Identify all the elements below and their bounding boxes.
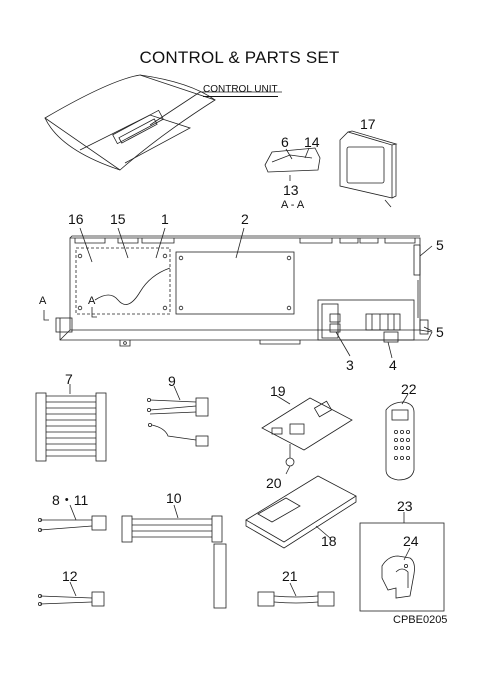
part-number-7: 7	[65, 371, 73, 387]
part-number-19: 19	[270, 383, 286, 399]
part-number-8-11: 8・11	[52, 492, 89, 508]
cable-part-12	[38, 581, 105, 607]
drawing-code: CPBE0205	[393, 614, 448, 626]
diagram-title: CONTROL & PARTS SET	[139, 48, 340, 67]
section-label-a-a: A - A	[281, 199, 305, 211]
part-number-23: 23	[397, 498, 413, 514]
part-number-20: 20	[266, 475, 282, 491]
part-number-6: 6	[281, 134, 289, 150]
part-number-24: 24	[403, 533, 419, 549]
wire-harness-part-10	[121, 504, 227, 609]
part-number-1: 1	[161, 211, 169, 227]
part-number-3: 3	[346, 357, 354, 373]
part-number-21: 21	[282, 568, 298, 584]
part-number-5-bottom: 5	[436, 324, 444, 340]
control-panel-part-17	[339, 130, 398, 208]
remote-controller-part-22	[385, 393, 415, 481]
part-number-15: 15	[110, 211, 126, 227]
holder-frame-part-23-24	[359, 512, 445, 612]
part-number-14: 14	[304, 134, 320, 150]
part-number-5-top: 5	[436, 237, 444, 253]
part-number-13: 13	[283, 182, 299, 198]
part-number-16: 16	[68, 211, 84, 227]
tray-part-18	[245, 475, 357, 549]
control-unit-label: CONTROL UNIT	[203, 84, 278, 97]
part-number-10: 10	[166, 490, 182, 506]
section-arrow-a-left: A	[39, 295, 47, 307]
holder-part-6-13-14	[264, 147, 321, 181]
part-number-17: 17	[360, 116, 376, 132]
indoor-unit-outline	[44, 74, 282, 171]
section-arrow-a-right: A	[88, 295, 96, 307]
leader-lines-box	[43, 227, 433, 359]
wire-harness-part-7	[35, 384, 107, 462]
part-number-18: 18	[321, 533, 337, 549]
control-box	[55, 235, 433, 347]
part-number-2: 2	[241, 211, 249, 227]
part-number-22: 22	[401, 381, 417, 397]
pcb-part-19	[261, 395, 353, 475]
wire-harness-part-9	[146, 385, 209, 447]
part-number-12: 12	[62, 568, 78, 584]
cable-part-21	[257, 582, 335, 607]
cable-part-8-11	[38, 504, 107, 533]
part-number-4: 4	[389, 357, 397, 373]
part-number-9: 9	[168, 373, 176, 389]
